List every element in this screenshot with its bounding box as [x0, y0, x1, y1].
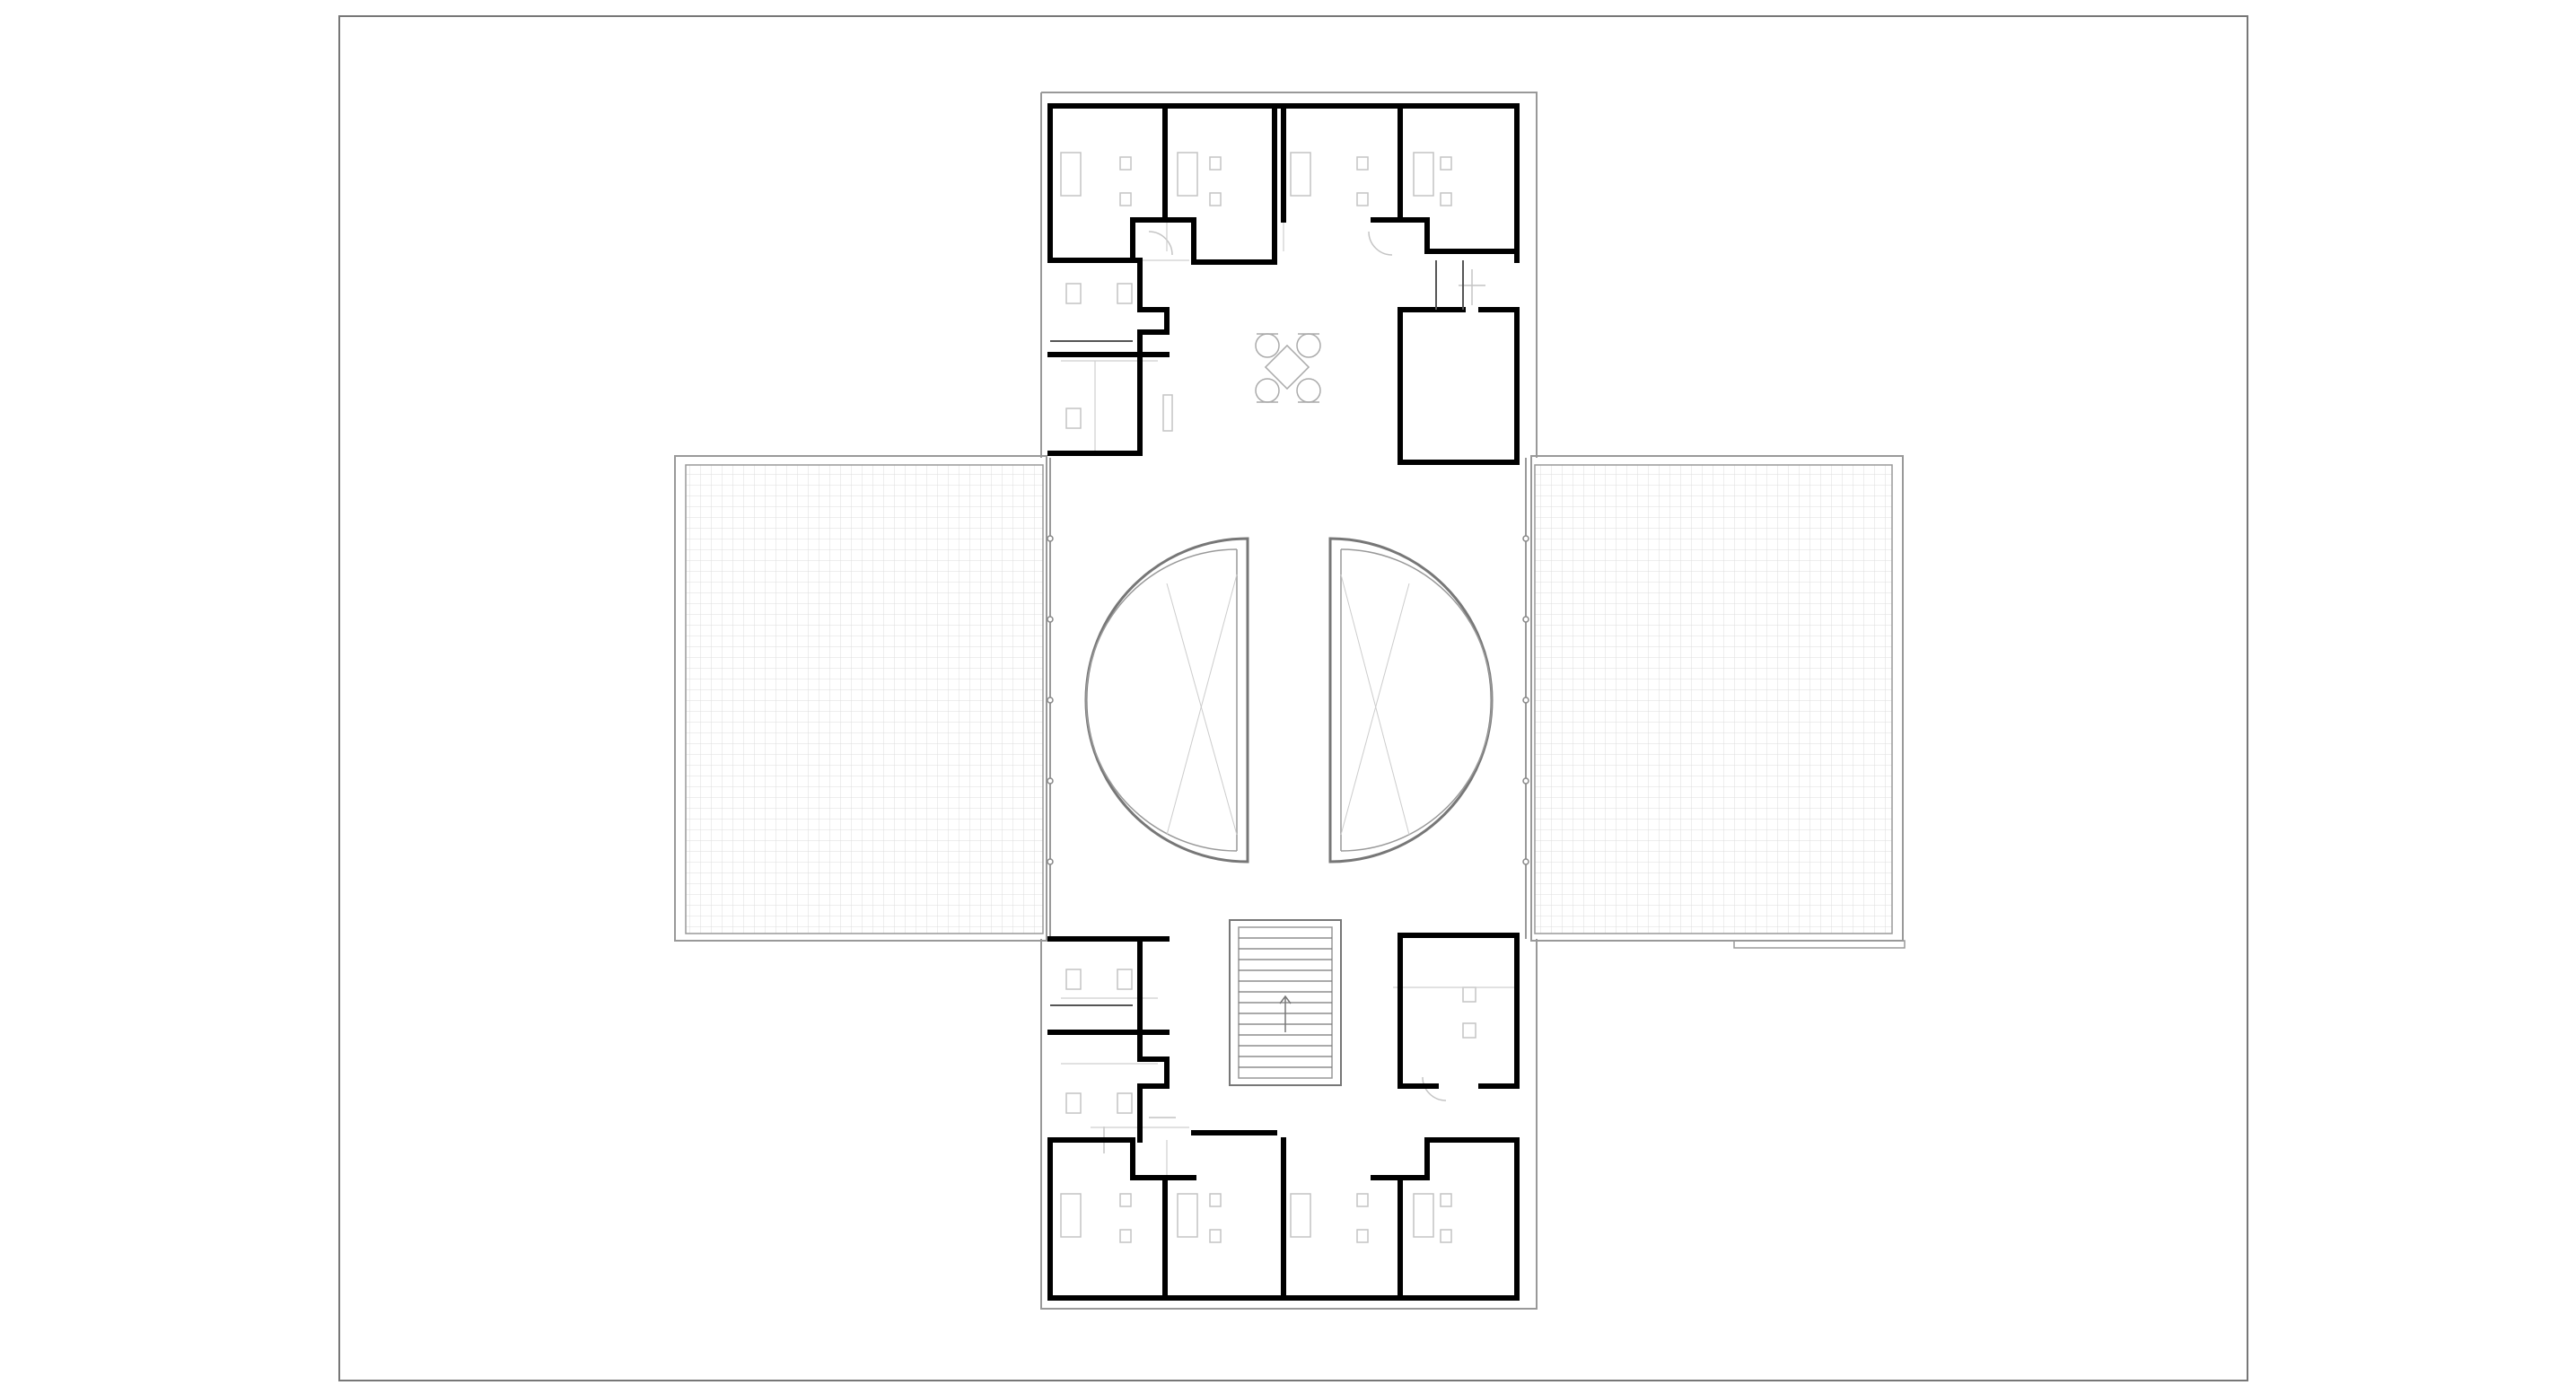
lounge-table-and-chairs	[1255, 333, 1321, 403]
central-stair	[1229, 919, 1342, 1086]
secondary-walls	[1050, 260, 1464, 1006]
west-half-round-void	[1084, 537, 1249, 864]
south-wing-walls	[1047, 933, 1520, 1301]
interior-light-lines	[1061, 117, 1517, 1293]
east-half-round-void	[1328, 537, 1494, 864]
bathroom-fixtures	[1060, 152, 1485, 1243]
north-wing-walls	[1047, 103, 1520, 465]
west-terrace	[674, 455, 1047, 942]
east-terrace	[1530, 455, 1906, 949]
sheet-border	[338, 15, 2248, 1381]
facade-mullions	[1047, 535, 1529, 865]
